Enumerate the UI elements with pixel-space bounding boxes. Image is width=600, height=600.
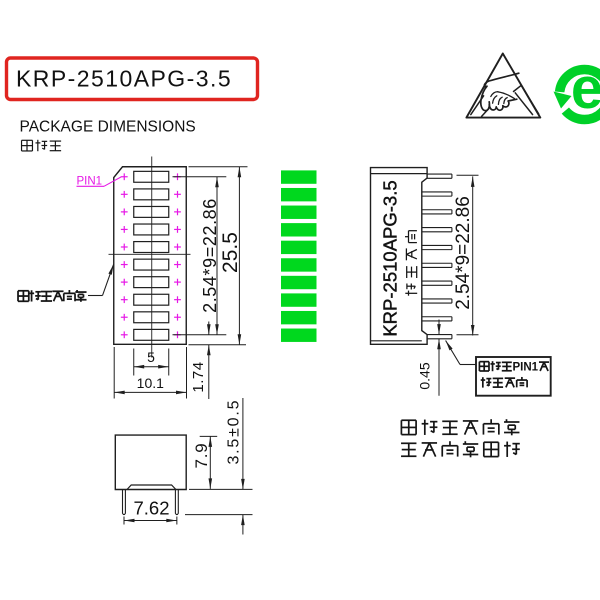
svg-text:e: e (571, 56, 600, 121)
svg-text:1.74: 1.74 (190, 361, 207, 392)
svg-text:25.5: 25.5 (219, 232, 242, 273)
svg-text:0.45: 0.45 (417, 362, 433, 389)
svg-text:7.62: 7.62 (133, 498, 169, 519)
svg-text:7.9: 7.9 (192, 442, 211, 468)
svg-text:10.1: 10.1 (137, 375, 164, 391)
svg-text:5: 5 (147, 349, 155, 365)
svg-text:KRP-2510APG-3.5: KRP-2510APG-3.5 (16, 66, 232, 92)
svg-text:PACKAGE DIMENSIONS: PACKAGE DIMENSIONS (20, 119, 196, 136)
svg-text:PIN1: PIN1 (513, 362, 539, 374)
svg-text:2.54*9=22.86: 2.54*9=22.86 (453, 196, 474, 310)
svg-text:2.54*9=22.86: 2.54*9=22.86 (200, 198, 220, 313)
svg-text:PIN1: PIN1 (77, 176, 103, 188)
svg-text:3.5±0.5: 3.5±0.5 (225, 399, 242, 465)
svg-text:KRP-2510APG-3.5: KRP-2510APG-3.5 (380, 180, 401, 336)
